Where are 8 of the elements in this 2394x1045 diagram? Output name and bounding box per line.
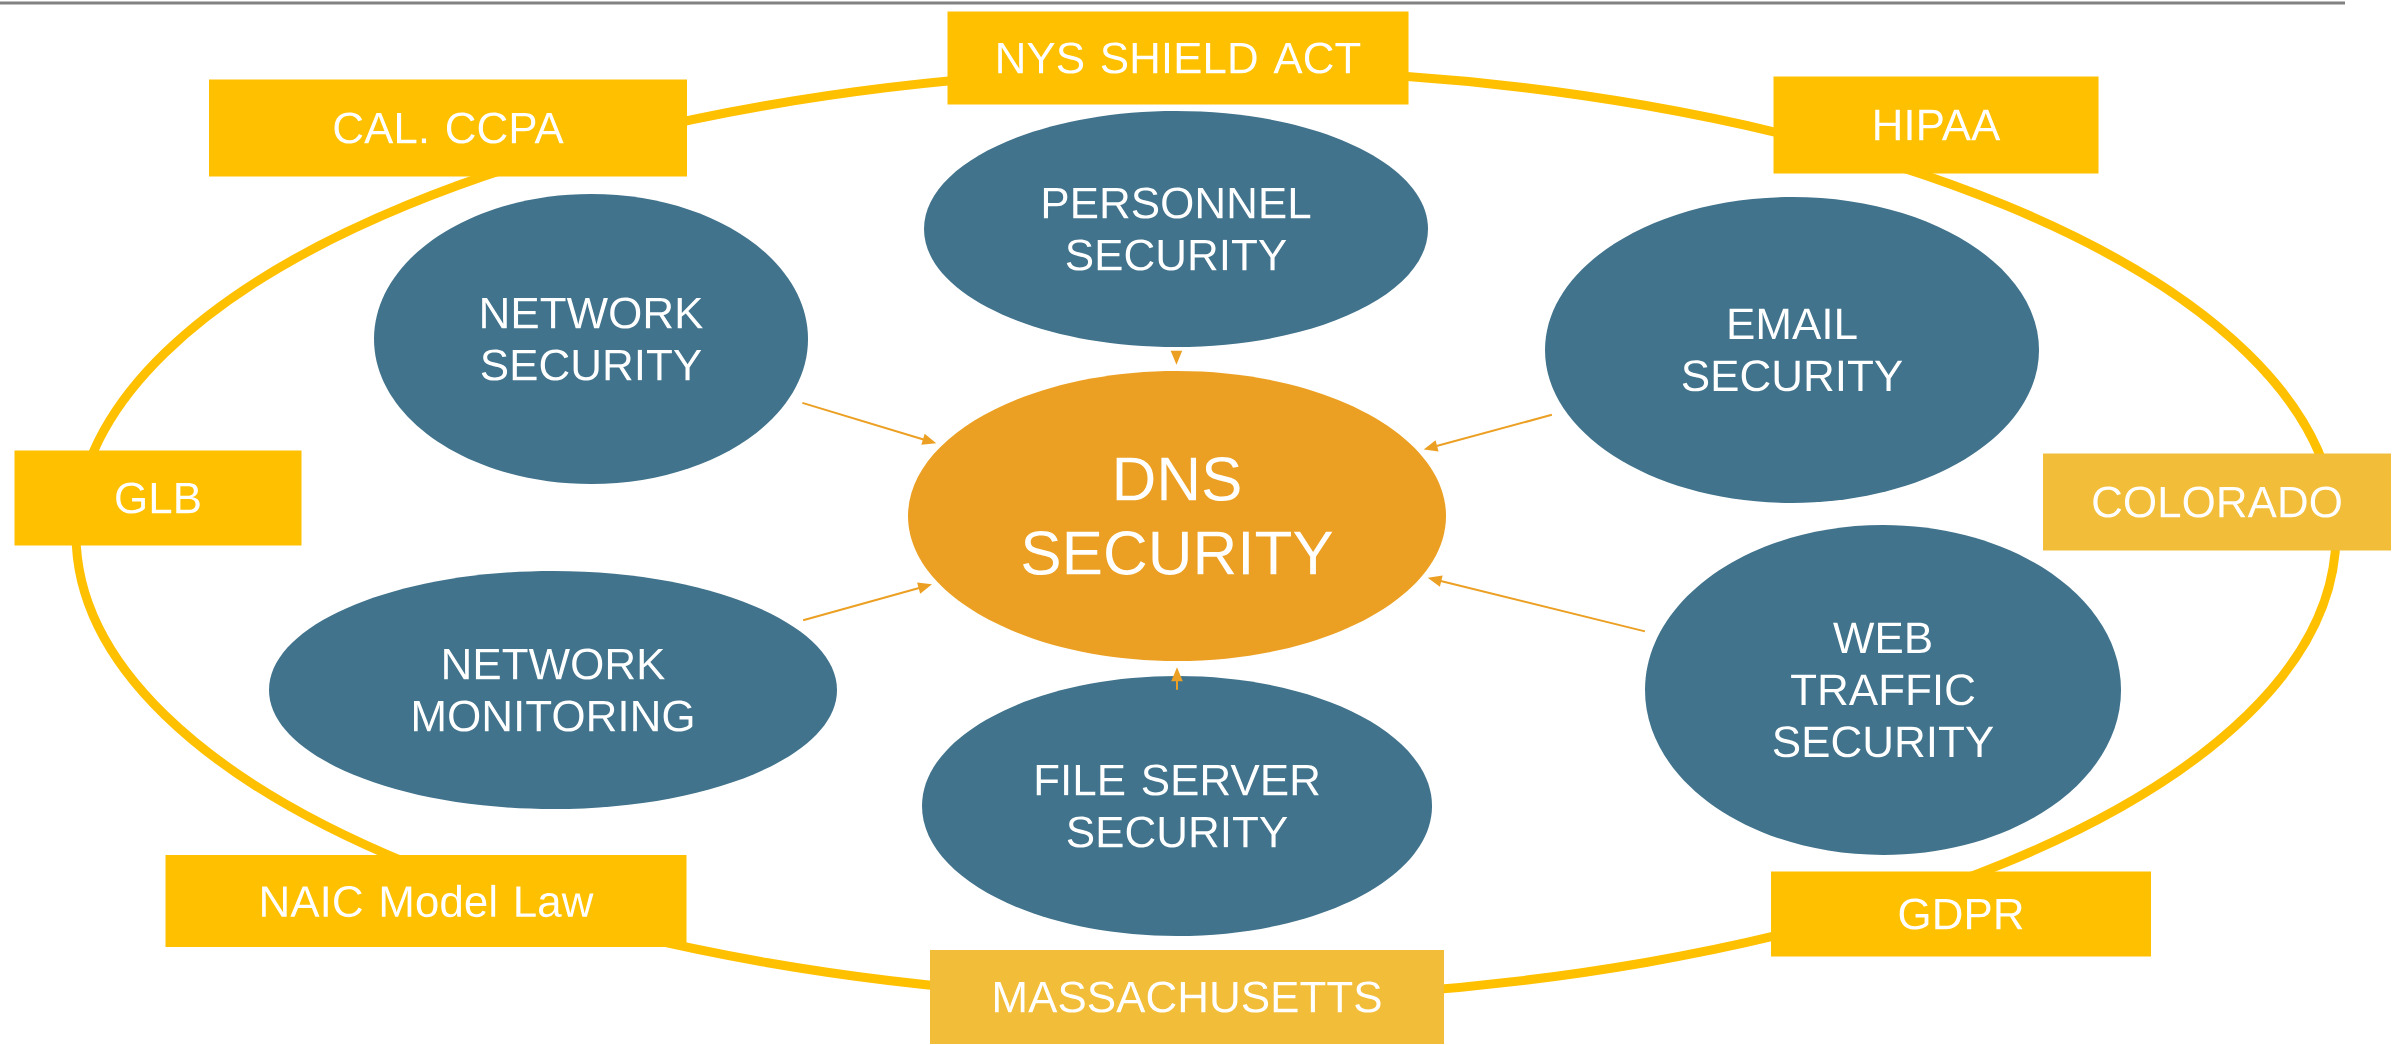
law-box: NYS SHIELD ACT [947, 11, 1409, 105]
law-box: HIPAA [1773, 76, 2099, 174]
law-box: MASSACHUSETTS [930, 950, 1444, 1044]
law-box: NAIC Model Law [165, 855, 687, 947]
law-box: CAL. CCPA [209, 79, 687, 177]
law-box: GDPR [1771, 871, 2151, 957]
law-box: GLB [14, 450, 302, 546]
law-box: COLORADO [2043, 453, 2391, 551]
